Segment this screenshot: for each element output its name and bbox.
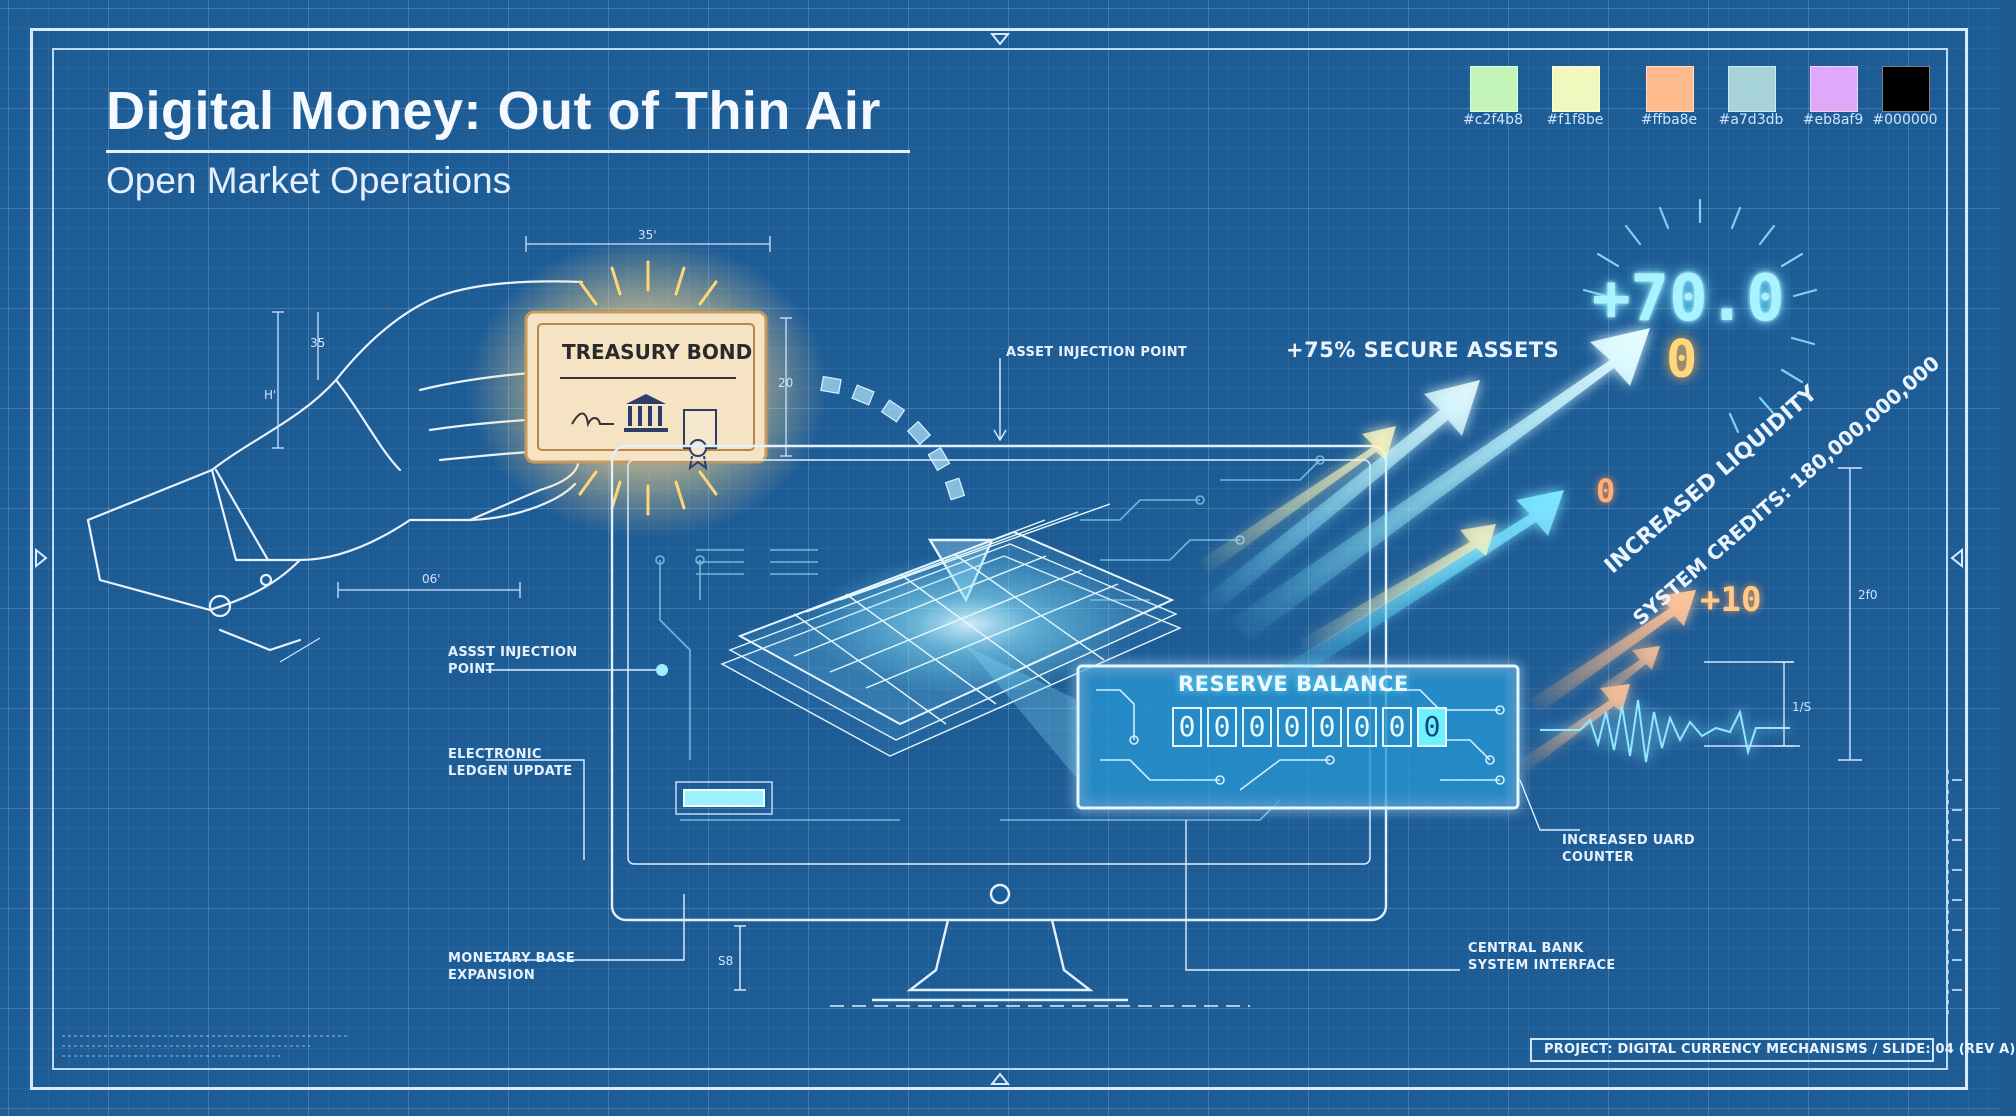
palette-swatch bbox=[1646, 66, 1694, 112]
label-central-bank: CENTRAL BANK SYSTEM INTERFACE bbox=[1468, 940, 1616, 974]
bank-icon bbox=[624, 394, 668, 432]
label-line-1: MONETARY BASE bbox=[448, 951, 576, 966]
palette-swatch-label: #eb8af9 bbox=[1802, 112, 1864, 128]
asset-point-dot bbox=[656, 664, 668, 676]
readout-sub: 0 bbox=[1666, 330, 1698, 390]
footer-project-label: PROJECT: DIGITAL CURRENCY MECHANISMS / S… bbox=[1544, 1042, 2016, 1057]
dim-hand-a: 35 bbox=[310, 336, 326, 350]
callout-leaders bbox=[486, 358, 1580, 1007]
palette-swatch bbox=[1728, 66, 1776, 112]
reserve-digit: 0 bbox=[1312, 707, 1342, 747]
bond-title: TREASURY BOND bbox=[562, 340, 753, 364]
dim-right-tall: 2f0 bbox=[1858, 588, 1878, 602]
signal-waveform bbox=[1540, 699, 1790, 763]
transfer-dash-arrow bbox=[820, 375, 966, 501]
page-title: Digital Money: Out of Thin Air bbox=[106, 81, 881, 141]
right-dimension-lines bbox=[1704, 467, 1949, 1020]
reserve-digit: 0 bbox=[1382, 707, 1412, 747]
inner-frame bbox=[52, 48, 1948, 1070]
palette-swatch-label: #000000 bbox=[1872, 112, 1938, 128]
label-ledger-update: ELECTRONIC LEDGEN UPDATE bbox=[448, 746, 573, 780]
label-increased-counter: INCREASED UARD COUNTER bbox=[1562, 832, 1695, 866]
palette-swatch-label: #f1f8be bbox=[1546, 112, 1604, 128]
palette-swatch-label: #c2f4b8 bbox=[1463, 112, 1523, 128]
palette-swatch bbox=[1552, 66, 1600, 112]
readout-plus: +10 bbox=[1700, 580, 1762, 620]
reserve-digit: 0 bbox=[1172, 707, 1202, 747]
readout-main: +70.0 bbox=[1592, 262, 1785, 336]
label-line-1: ELECTRONIC bbox=[448, 747, 542, 762]
footer-title-block bbox=[1530, 1038, 1934, 1062]
reserve-beam bbox=[966, 646, 1078, 780]
reserve-circuit-traces bbox=[1096, 689, 1505, 791]
label-line-2: COUNTER bbox=[1562, 850, 1634, 865]
label-asset-injection-left: ASSST INJECTION POINT bbox=[448, 644, 578, 678]
dim-bond-right: 20 bbox=[778, 376, 794, 390]
dim-bond-bottom: 06' bbox=[422, 572, 441, 586]
readout-orange: 0 bbox=[1596, 472, 1616, 510]
ledger-grid-lines bbox=[793, 553, 1119, 725]
label-line-1: ASSST INJECTION bbox=[448, 645, 578, 660]
label-line-2: EXPANSION bbox=[448, 968, 536, 983]
reserve-balance-title: RESERVE BALANCE bbox=[1178, 672, 1409, 696]
label-monetary-base: MONETARY BASE EXPANSION bbox=[448, 950, 575, 984]
title-underline bbox=[106, 150, 910, 153]
palette-swatch bbox=[1470, 66, 1518, 112]
label-line-2: SYSTEM INTERFACE bbox=[1468, 958, 1616, 973]
outer-frame bbox=[30, 28, 1968, 1090]
bond-rays bbox=[578, 260, 718, 516]
label-line-1: CENTRAL BANK bbox=[1468, 941, 1584, 956]
certificate-icon bbox=[683, 409, 717, 471]
dim-right-short: 1/S bbox=[1792, 700, 1812, 714]
right-edge-marks bbox=[1952, 779, 1962, 991]
bond-dimension-right bbox=[780, 317, 792, 457]
palette-swatch-label: #a7d3db bbox=[1718, 112, 1784, 128]
palette-swatch bbox=[1882, 66, 1930, 112]
arrow-orange-2 bbox=[1520, 684, 1630, 772]
page-subtitle: Open Market Operations bbox=[106, 160, 512, 201]
treasury-bond-card bbox=[524, 310, 768, 471]
dim-hand-b: H' bbox=[264, 388, 277, 402]
electronic-ledger-grid bbox=[720, 503, 1182, 757]
palette-swatch bbox=[1810, 66, 1858, 112]
reserve-digit: 0 bbox=[1347, 707, 1377, 747]
arrow-orange-3 bbox=[1600, 646, 1660, 696]
frame-ticks bbox=[35, 33, 1963, 1085]
readout-sunburst bbox=[1582, 198, 1818, 434]
dim-bond-top: 35' bbox=[638, 228, 657, 242]
footer-notes bbox=[62, 1035, 350, 1057]
label-secure-assets: +75% SECURE ASSETS bbox=[1286, 338, 1560, 362]
reserve-digit: 0 bbox=[1277, 707, 1307, 747]
arrow-2 bbox=[1200, 380, 1480, 616]
hand-dimension-lines bbox=[272, 236, 771, 663]
reserve-digit: 0 bbox=[1417, 707, 1447, 747]
label-line-2: POINT bbox=[448, 662, 495, 677]
label-line-2: LEDGEN UPDATE bbox=[448, 764, 573, 779]
reserve-digit: 0 bbox=[1242, 707, 1272, 747]
growth-arrows bbox=[1200, 328, 1696, 772]
arrow-main bbox=[1230, 328, 1650, 640]
arrow-yellow-2 bbox=[1300, 524, 1496, 654]
arrow-orange-1 bbox=[1530, 590, 1696, 714]
dim-stand: S8 bbox=[718, 954, 734, 968]
label-line-1: INCREASED UARD bbox=[1562, 833, 1695, 848]
reserve-digit: 0 bbox=[1207, 707, 1237, 747]
arrow-yellow-1 bbox=[1200, 426, 1396, 574]
screen-status-bar bbox=[683, 789, 765, 807]
label-asset-injection-top: ASSET INJECTION POINT bbox=[1006, 345, 1188, 360]
palette-swatch-label: #ffba8e bbox=[1640, 112, 1698, 128]
